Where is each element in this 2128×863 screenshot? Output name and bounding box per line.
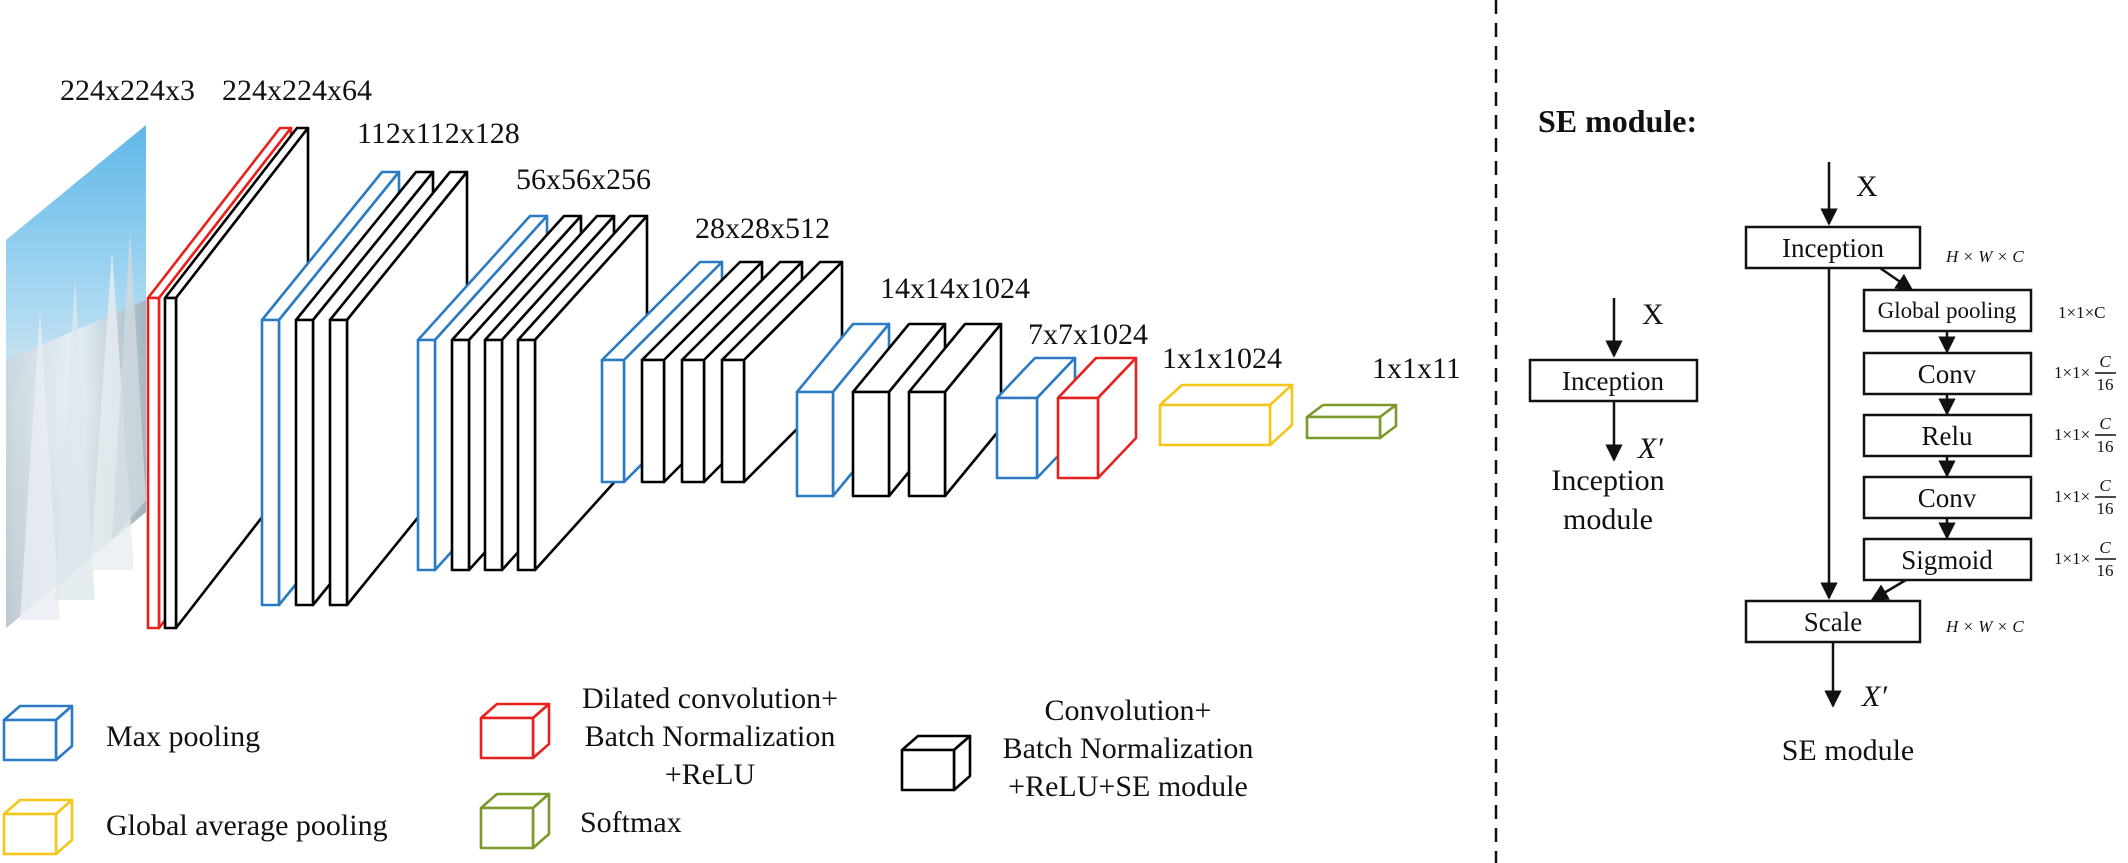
se-relu-block bbox=[1862, 413, 2033, 458]
legend-softmax-swatch bbox=[479, 792, 551, 850]
se-inception-block bbox=[1744, 225, 1922, 270]
se-fraction-numerator: C bbox=[2099, 476, 2111, 495]
inception-output-label: X′ bbox=[1637, 432, 1663, 465]
legend-max-pooling-label: Max pooling bbox=[106, 720, 260, 753]
se-fraction-note: 1×1× C 16 bbox=[2054, 414, 2116, 456]
se-scale-note: H × W × C bbox=[1945, 617, 2024, 636]
legend-max-pooling-swatch bbox=[2, 704, 74, 762]
inception-caption-line2: module bbox=[1563, 503, 1653, 536]
se-fraction-prefix: 1×1× bbox=[2054, 487, 2090, 506]
dim-label-4: 28x28x512 bbox=[695, 212, 830, 245]
conv-slab-2b bbox=[328, 170, 469, 607]
se-scale-block bbox=[1744, 599, 1922, 644]
se-fraction-prefix: 1×1× bbox=[2054, 425, 2090, 444]
dimension-labels: 224x224x3 224x224x64 112x112x128 56x56x2… bbox=[60, 74, 1461, 385]
layer-boxes bbox=[146, 126, 1398, 630]
inception-input-label: X bbox=[1642, 298, 1664, 331]
se-fraction-denominator: 16 bbox=[2097, 437, 2114, 456]
dim-label-2: 112x112x128 bbox=[357, 117, 520, 150]
se-conv1-label: Conv bbox=[1918, 359, 1977, 389]
legend-labels: Max pooling Global average pooling Dilat… bbox=[106, 682, 1253, 842]
legend-conv-line3: +ReLU+SE module bbox=[1008, 770, 1248, 803]
legend-global-avg-pooling-swatch bbox=[2, 798, 74, 856]
se-conv2-label: Conv bbox=[1918, 483, 1977, 513]
inception-caption-line1: Inception bbox=[1551, 464, 1664, 497]
softmax-box bbox=[1305, 403, 1398, 440]
se-sigmoid-label: Sigmoid bbox=[1901, 545, 1993, 575]
global-avg-pool-box bbox=[1158, 383, 1294, 447]
legend-dilated-swatch bbox=[479, 702, 551, 760]
se-inception-note: H × W × C bbox=[1945, 247, 2024, 266]
legend-softmax-label: Softmax bbox=[580, 806, 682, 839]
se-output-label: X′ bbox=[1861, 680, 1887, 713]
se-fraction-prefix: 1×1× bbox=[2054, 363, 2090, 382]
legend bbox=[2, 702, 972, 856]
legend-conv-line1: Convolution+ bbox=[1045, 694, 1212, 727]
se-module: SE module: X Inception H × W × C Global … bbox=[1538, 103, 2116, 767]
se-heading: SE module: bbox=[1538, 103, 1697, 139]
se-fraction-numerator: C bbox=[2099, 538, 2111, 557]
se-fraction-denominator: 16 bbox=[2097, 561, 2114, 580]
se-fraction-numerator: C bbox=[2099, 414, 2111, 433]
legend-dilated-line2: Batch Normalization bbox=[585, 720, 836, 753]
dim-label-3: 56x56x256 bbox=[516, 163, 651, 196]
legend-conv-swatch bbox=[900, 734, 972, 792]
se-fraction-note: 1×1× C 16 bbox=[2054, 538, 2116, 580]
se-arrow-sigmoid-scale bbox=[1870, 578, 1907, 602]
se-fraction-denominator: 16 bbox=[2097, 375, 2114, 394]
se-relu-label: Relu bbox=[1922, 421, 1973, 451]
se-fraction-prefix: 1×1× bbox=[2054, 549, 2090, 568]
legend-global-avg-pooling-label: Global average pooling bbox=[106, 809, 388, 842]
legend-dilated-line1: Dilated convolution+ bbox=[582, 682, 838, 715]
se-inception-label: Inception bbox=[1782, 233, 1884, 263]
conv-slab-5b bbox=[907, 322, 1003, 498]
dim-label-1: 224x224x64 bbox=[222, 74, 372, 107]
input-dim-label: 224x224x3 bbox=[60, 74, 195, 107]
inception-block bbox=[1528, 358, 1699, 403]
se-branch-arrow bbox=[1879, 266, 1914, 292]
conv-slab-1 bbox=[163, 126, 310, 630]
dim-label-7: 1x1x1024 bbox=[1162, 342, 1282, 375]
se-global-pooling-label: Global pooling bbox=[1878, 298, 2017, 323]
se-caption: SE module bbox=[1782, 734, 1915, 767]
se-scale-label: Scale bbox=[1804, 607, 1862, 637]
se-global-pooling-block bbox=[1862, 288, 2033, 333]
legend-conv-line2: Batch Normalization bbox=[1003, 732, 1254, 765]
se-fraction-notes: 1×1× C 16 1×1× C 16 1×1× C 16 1×1× C 16 bbox=[2054, 352, 2116, 580]
dim-label-8: 1x1x11 bbox=[1372, 352, 1461, 385]
dilated-conv-slab-6 bbox=[1056, 356, 1138, 480]
input-image bbox=[6, 125, 146, 628]
dim-label-5: 14x14x1024 bbox=[880, 272, 1030, 305]
dim-label-6: 7x7x1024 bbox=[1028, 318, 1148, 351]
se-fraction-note: 1×1× C 16 bbox=[2054, 352, 2116, 394]
inception-block-label: Inception bbox=[1562, 366, 1664, 396]
se-fraction-note: 1×1× C 16 bbox=[2054, 476, 2116, 518]
inception-module: X Inception X′ Inception module bbox=[1528, 298, 1699, 536]
se-conv2-block bbox=[1862, 475, 2033, 520]
se-input-label: X bbox=[1856, 170, 1878, 203]
conv-slab-4c bbox=[720, 260, 844, 484]
se-fraction-numerator: C bbox=[2099, 352, 2111, 371]
se-global-pooling-note: 1×1×C bbox=[2058, 303, 2106, 322]
conv-slab-3c bbox=[516, 214, 649, 572]
se-sigmoid-block bbox=[1862, 537, 2033, 582]
legend-dilated-line3: +ReLU bbox=[665, 758, 756, 791]
se-fraction-denominator: 16 bbox=[2097, 499, 2114, 518]
